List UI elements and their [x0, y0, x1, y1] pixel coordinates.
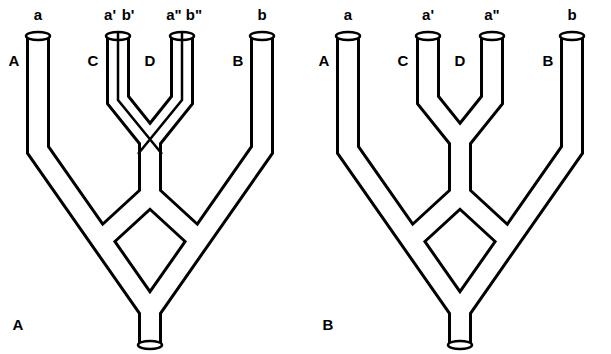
port-label: a' [104, 7, 116, 22]
port-label: a [34, 7, 42, 22]
tube-label: A [9, 53, 20, 68]
port-label: b [567, 7, 576, 22]
port-label: a' [422, 7, 434, 22]
panel-label: A [13, 317, 24, 332]
port-label: b' [122, 7, 135, 22]
tube-label: D [145, 53, 156, 68]
panel-label: B [323, 317, 334, 332]
tube-label: A [319, 53, 330, 68]
port-label: a [344, 7, 352, 22]
panel-a-tubes [26, 32, 274, 349]
tube-label: D [455, 53, 466, 68]
tube-label: B [543, 53, 554, 68]
tube-label: C [398, 53, 409, 68]
port-label: a" [484, 7, 499, 22]
tube-label: B [233, 53, 244, 68]
panel-b-tubes [336, 32, 584, 349]
port-label: a" [166, 7, 181, 22]
port-label: b [257, 7, 266, 22]
tube-label: C [88, 53, 99, 68]
inner-channel [118, 36, 182, 154]
port-label: b" [186, 7, 202, 22]
